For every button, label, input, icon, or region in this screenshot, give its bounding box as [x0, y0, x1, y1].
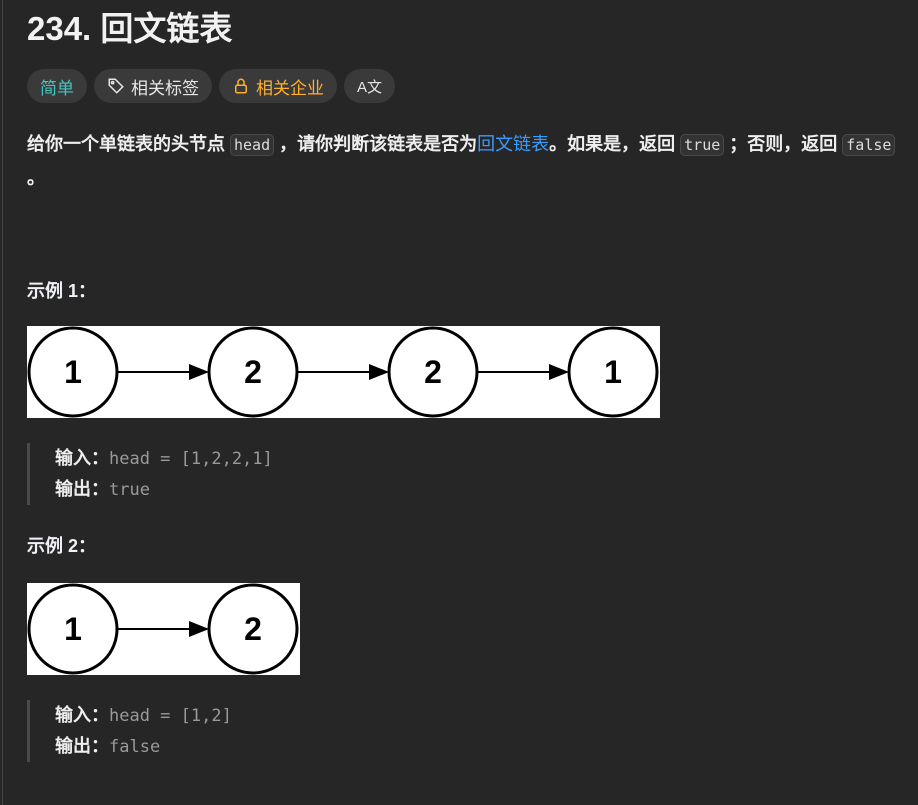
list-node	[27, 583, 119, 675]
desc-text: ；否则，返回	[724, 134, 843, 154]
topics-button[interactable]: 相关标签	[94, 69, 212, 103]
example-1-heading: 示例 1：	[27, 281, 97, 301]
input-value: head = [1,2]	[109, 706, 232, 726]
node-value: 1	[604, 354, 622, 390]
list-node	[207, 583, 299, 675]
example-1-block: 输入：head = [1,2,2,1] 输出：true	[27, 443, 273, 505]
node-value: 2	[244, 354, 262, 390]
node-value: 1	[64, 354, 82, 390]
desc-text: ，请你判断该链表是否为	[274, 134, 478, 154]
companies-button[interactable]: 相关企业	[219, 69, 337, 103]
desc-text: 。如果是，返回	[549, 134, 681, 154]
input-value: head = [1,2,2,1]	[109, 449, 273, 469]
output-label: 输出：	[55, 736, 109, 756]
tag-bar: 简单 相关标签 相关企业 A文	[27, 69, 396, 103]
lock-icon	[235, 78, 247, 94]
difficulty-badge[interactable]: 简单	[27, 69, 87, 103]
list-node	[567, 326, 659, 418]
code-head: head	[230, 134, 275, 156]
example-1-diagram: 1 2 2 1	[27, 326, 660, 418]
node-value: 2	[244, 611, 262, 647]
output-value: false	[109, 737, 161, 757]
input-label: 输入：	[55, 448, 109, 468]
problem-title: 234. 回文链表	[27, 10, 233, 47]
code-true: true	[680, 134, 725, 156]
input-label: 输入：	[55, 705, 109, 725]
node-value: 1	[64, 611, 82, 647]
companies-label: 相关企业	[256, 78, 324, 98]
output-value: true	[109, 480, 150, 500]
problem-description: 给你一个单链表的头节点 head ，请你判断该链表是否为回文链表。如果是，返回 …	[27, 128, 897, 195]
example-2-heading: 示例 2：	[27, 536, 97, 556]
node-value: 2	[424, 354, 442, 390]
desc-text: 给你一个单链表的头节点	[27, 134, 230, 154]
output-label: 输出：	[55, 479, 109, 499]
panel-border	[2, 0, 3, 805]
translate-icon: A文	[357, 78, 383, 96]
list-node	[27, 326, 119, 418]
example-2-block: 输入：head = [1,2] 输出：false	[27, 700, 232, 762]
palindrome-link[interactable]: 回文链表	[477, 134, 550, 154]
list-node	[387, 326, 479, 418]
code-false: false	[842, 134, 896, 156]
desc-text: 。	[27, 168, 45, 188]
tag-icon	[108, 78, 124, 94]
list-node	[207, 326, 299, 418]
topics-label: 相关标签	[131, 78, 199, 98]
translate-button[interactable]: A文	[344, 69, 396, 103]
